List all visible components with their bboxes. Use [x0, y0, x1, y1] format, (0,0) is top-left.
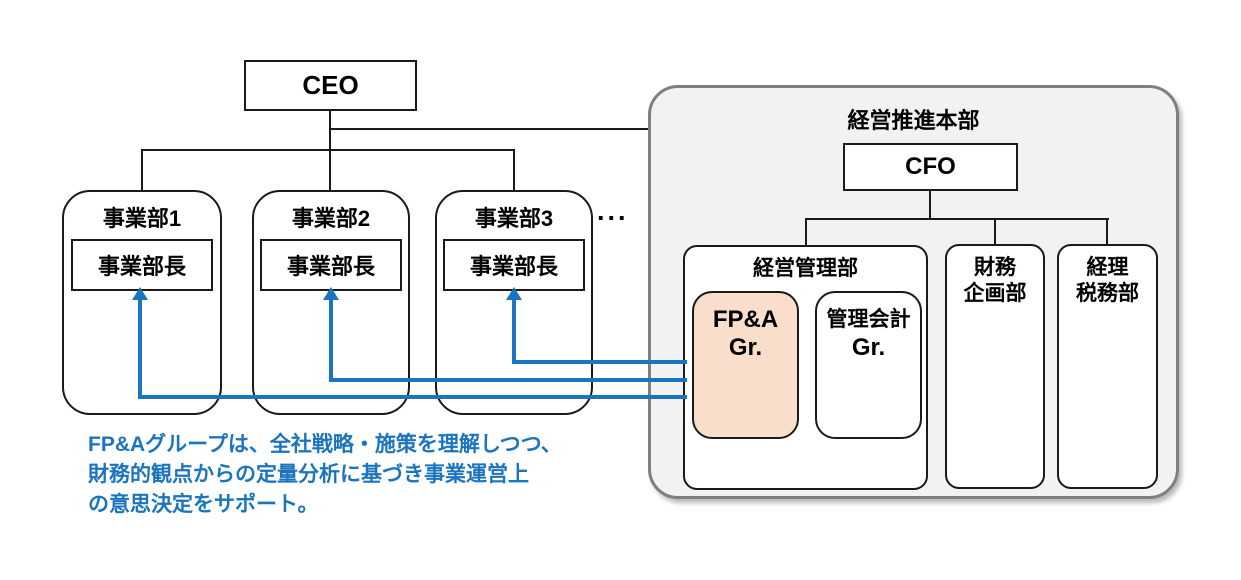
management-promotion-hq-panel: 経営推進本部 CFO 経営管理部 FP&A Gr. 管理会計 Gr. 財務	[648, 85, 1179, 499]
panel-title: 経営推進本部	[847, 108, 980, 133]
arrow-fpa-to-division3-vertical	[512, 299, 516, 364]
fpa-role-annotation: FP&Aグループは、全社戦略・施策を理解しつつ、 財務的観点からの定量分析に基づ…	[88, 430, 562, 520]
connector-drop-division3	[513, 149, 515, 190]
division-3-head-box: 事業部長	[443, 239, 585, 291]
fpa-role-annotation-line2: 財務的観点からの定量分析に基づき事業運営上	[88, 463, 529, 486]
arrow-fpa-to-division3-horizontal	[512, 360, 687, 364]
division-2-head-box: 事業部長	[260, 239, 402, 291]
connector-cfo-branch	[805, 218, 1109, 220]
accounting-tax-dept-card: 経理 税務部	[1057, 244, 1158, 489]
management-dept-card: 経営管理部 FP&A Gr. 管理会計 Gr.	[683, 245, 928, 490]
connector-ceo-to-panel	[330, 128, 648, 130]
division-2-head-label: 事業部長	[286, 254, 375, 279]
ceo-label: CEO	[302, 70, 359, 100]
finance-planning-dept-card: 財務 企画部	[945, 244, 1045, 489]
management-accounting-line2: Gr.	[851, 334, 886, 361]
fpa-group-line1: FP&A	[712, 306, 779, 333]
arrow-fpa-to-division1-vertical	[138, 299, 142, 399]
connector-drop-management-dept	[805, 219, 807, 245]
finance-planning-line1: 財務	[974, 256, 1016, 279]
arrow-fpa-to-division3-head	[506, 287, 522, 300]
arrow-fpa-to-division2-vertical	[329, 299, 333, 382]
cfo-box: CFO	[843, 143, 1018, 191]
division-1-title: 事業部1	[102, 206, 182, 231]
fpa-group-box: FP&A Gr.	[692, 291, 799, 439]
division-1-card: 事業部1 事業部長	[62, 190, 222, 415]
ceo-box: CEO	[244, 60, 417, 111]
management-accounting-line1: 管理会計	[826, 308, 911, 331]
division-3-head-label: 事業部長	[469, 254, 558, 279]
connector-drop-division1	[141, 149, 143, 190]
connector-cfo-vertical	[929, 191, 931, 220]
division-1-head-label: 事業部長	[97, 254, 186, 279]
accounting-tax-line2: 税務部	[1076, 282, 1139, 305]
fpa-group-line2: Gr.	[728, 334, 763, 361]
accounting-tax-line1: 経理	[1086, 256, 1129, 279]
division-2-title: 事業部2	[291, 206, 371, 231]
management-dept-title: 経営管理部	[753, 257, 858, 280]
cfo-label: CFO	[905, 153, 956, 180]
arrow-fpa-to-division1-head	[132, 287, 148, 300]
connector-drop-finance-dept	[994, 219, 996, 245]
arrow-fpa-to-division2-head	[323, 287, 339, 300]
arrow-fpa-to-division1-horizontal	[138, 395, 687, 399]
fpa-role-annotation-line3: の意思決定をサポート。	[88, 493, 319, 516]
more-divisions-ellipsis: ...	[597, 196, 629, 226]
management-accounting-group-box: 管理会計 Gr.	[815, 291, 922, 439]
finance-planning-line2: 企画部	[963, 282, 1027, 305]
connector-divisions-branch	[141, 149, 515, 151]
fpa-role-annotation-line1: FP&Aグループは、全社戦略・施策を理解しつつ、	[88, 433, 562, 456]
arrow-fpa-to-division2-horizontal	[329, 378, 687, 382]
connector-drop-tax-dept	[1106, 219, 1108, 245]
division-3-title: 事業部3	[474, 206, 554, 231]
division-1-head-box: 事業部長	[71, 239, 213, 291]
